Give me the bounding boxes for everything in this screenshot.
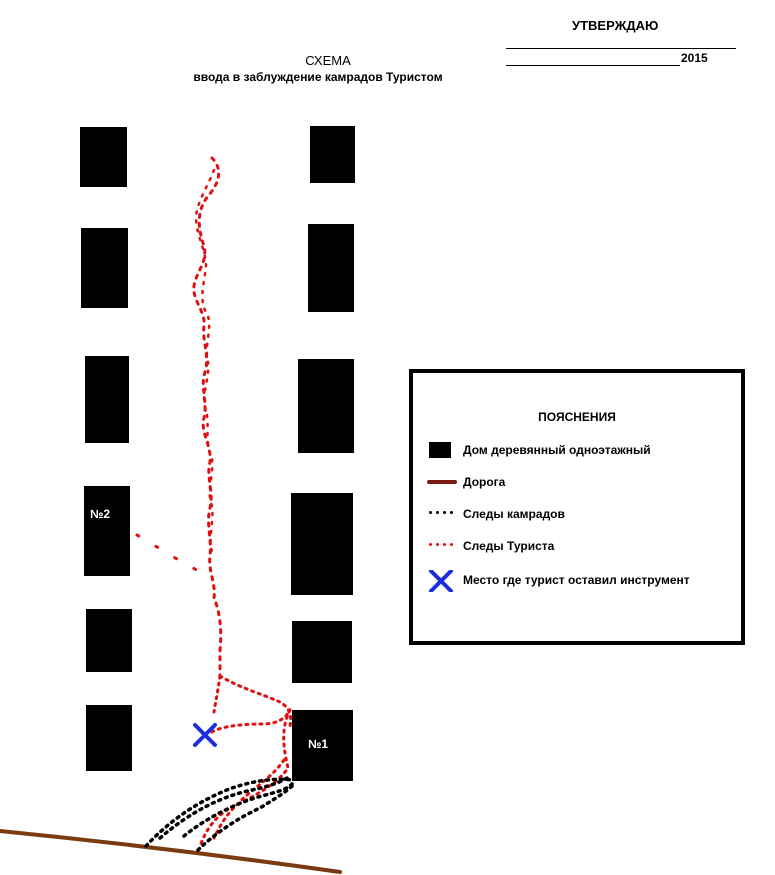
house-symbol-icon — [427, 440, 457, 460]
house-2 — [84, 486, 130, 576]
house — [81, 228, 128, 308]
house — [80, 127, 127, 187]
legend-title: ПОЯСНЕНИЯ — [538, 410, 616, 424]
legend-item-label: Следы Туриста — [463, 539, 555, 553]
comrade-track-1 — [144, 777, 294, 848]
house-1 — [292, 710, 353, 781]
tourist-track-to-tool — [210, 708, 292, 734]
legend-item-label: Дом деревянный одноэтажный — [463, 443, 651, 457]
tourist-track-main-2 — [194, 168, 216, 554]
tourist-track-down — [198, 708, 292, 848]
tourist-track-side — [212, 674, 222, 714]
schema-title: СХЕМА — [305, 53, 351, 68]
schema-subtitle: ввода в заблуждение камрадов Туристом — [193, 70, 443, 84]
approval-year: 2015 — [681, 51, 708, 65]
comrade-track-2 — [158, 774, 292, 840]
tool-mark-cross-icon — [193, 723, 217, 747]
legend-item-comrade-tracks: Следы камрадов — [427, 504, 565, 524]
road-line — [0, 829, 342, 874]
legend-item-tool-mark: Место где турист оставил инструмент — [427, 569, 690, 593]
house-2-label: №2 — [90, 507, 111, 521]
tourist-track-to-house — [218, 674, 293, 728]
legend-item-tourist-tracks: Следы Туриста — [427, 536, 554, 556]
comrade-track-3 — [182, 782, 294, 838]
road-symbol-icon — [427, 472, 457, 492]
house — [308, 224, 354, 312]
legend-item-label: Место где турист оставил инструмент — [463, 573, 690, 587]
house-1-label: №1 — [308, 737, 329, 751]
house — [85, 356, 129, 443]
blue-cross-icon — [427, 569, 457, 593]
house — [298, 359, 354, 453]
approval-signature-line — [506, 48, 736, 49]
house — [86, 609, 132, 672]
black-dots-icon — [427, 504, 457, 524]
house — [86, 705, 132, 771]
legend-item-house: Дом деревянный одноэтажный — [427, 440, 651, 460]
house — [291, 493, 353, 595]
tourist-track-down-2 — [212, 758, 286, 840]
house — [310, 126, 355, 183]
house — [292, 621, 352, 683]
legend-item-road: Дорога — [427, 472, 505, 492]
red-dots-icon — [427, 536, 457, 556]
legend-item-label: Следы камрадов — [463, 507, 565, 521]
tourist-track-branch — [135, 533, 206, 576]
legend-box: ПОЯСНЕНИЯ Дом деревянный одноэтажный Дор… — [409, 369, 745, 645]
approval-title: УТВЕРЖДАЮ — [572, 18, 659, 33]
legend-item-label: Дорога — [463, 475, 506, 489]
comrade-track-4 — [196, 784, 294, 852]
approval-date-line — [506, 65, 680, 66]
